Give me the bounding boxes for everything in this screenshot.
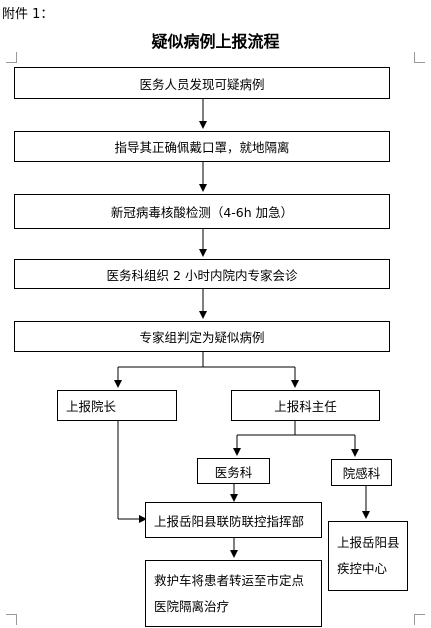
page-title: 疑似病例上报流程 xyxy=(151,32,280,51)
step-mask-isolate-label: 指导其正确佩戴口罩，就地隔离 xyxy=(114,140,290,155)
report-section-head-box: 上报科主任 xyxy=(231,390,380,421)
infection-control-label: 院感科 xyxy=(342,466,381,481)
attachment-label: 附件 1： xyxy=(2,7,54,22)
step-expert-consult: 医务科组织 2 小时内院内专家会诊 xyxy=(14,259,390,289)
report-section-head-label: 上报科主任 xyxy=(274,399,337,414)
crop-mark-top-right xyxy=(414,52,425,63)
report-president-label: 上报院长 xyxy=(66,399,117,414)
ambulance-transfer-line1: 救护车将患者转运至市定点 xyxy=(154,572,305,588)
step-confirm-suspect: 专家组判定为疑似病例 xyxy=(14,321,390,352)
step-confirm-suspect-label: 专家组判定为疑似病例 xyxy=(139,330,265,345)
step-mask-isolate: 指导其正确佩戴口罩，就地隔离 xyxy=(14,131,390,162)
report-cdc-box: 上报岳阳县 疾控中心 xyxy=(328,521,408,591)
step-expert-consult-label: 医务科组织 2 小时内院内专家会诊 xyxy=(106,267,298,283)
infection-control-box: 院感科 xyxy=(331,459,392,486)
medical-affairs-label: 医务科 xyxy=(214,464,253,480)
report-joint-command-label: 上报岳阳县联防联控指挥部 xyxy=(154,513,305,529)
report-joint-command-box: 上报岳阳县联防联控指挥部 xyxy=(145,502,322,538)
report-cdc-line1: 上报岳阳县 xyxy=(337,535,400,550)
report-cdc-line2: 疾控中心 xyxy=(337,561,388,576)
crop-mark-top-left xyxy=(6,52,17,63)
ambulance-transfer-line2: 医院隔离治疗 xyxy=(154,598,230,614)
step-find-suspect-label: 医务人员发现可疑病例 xyxy=(139,76,265,92)
crop-mark-bottom-left xyxy=(6,614,17,625)
step-find-suspect: 医务人员发现可疑病例 xyxy=(14,67,390,99)
medical-affairs-box: 医务科 xyxy=(197,458,270,484)
report-president-box: 上报院长 xyxy=(57,390,177,421)
step-nucleic-test-label: 新冠病毒核酸检测（4-6h 加急） xyxy=(110,205,294,220)
crop-mark-bottom-right xyxy=(414,614,425,625)
step-nucleic-test: 新冠病毒核酸检测（4-6h 加急） xyxy=(14,194,390,229)
ambulance-transfer-box: 救护车将患者转运至市定点 医院隔离治疗 xyxy=(145,560,322,627)
